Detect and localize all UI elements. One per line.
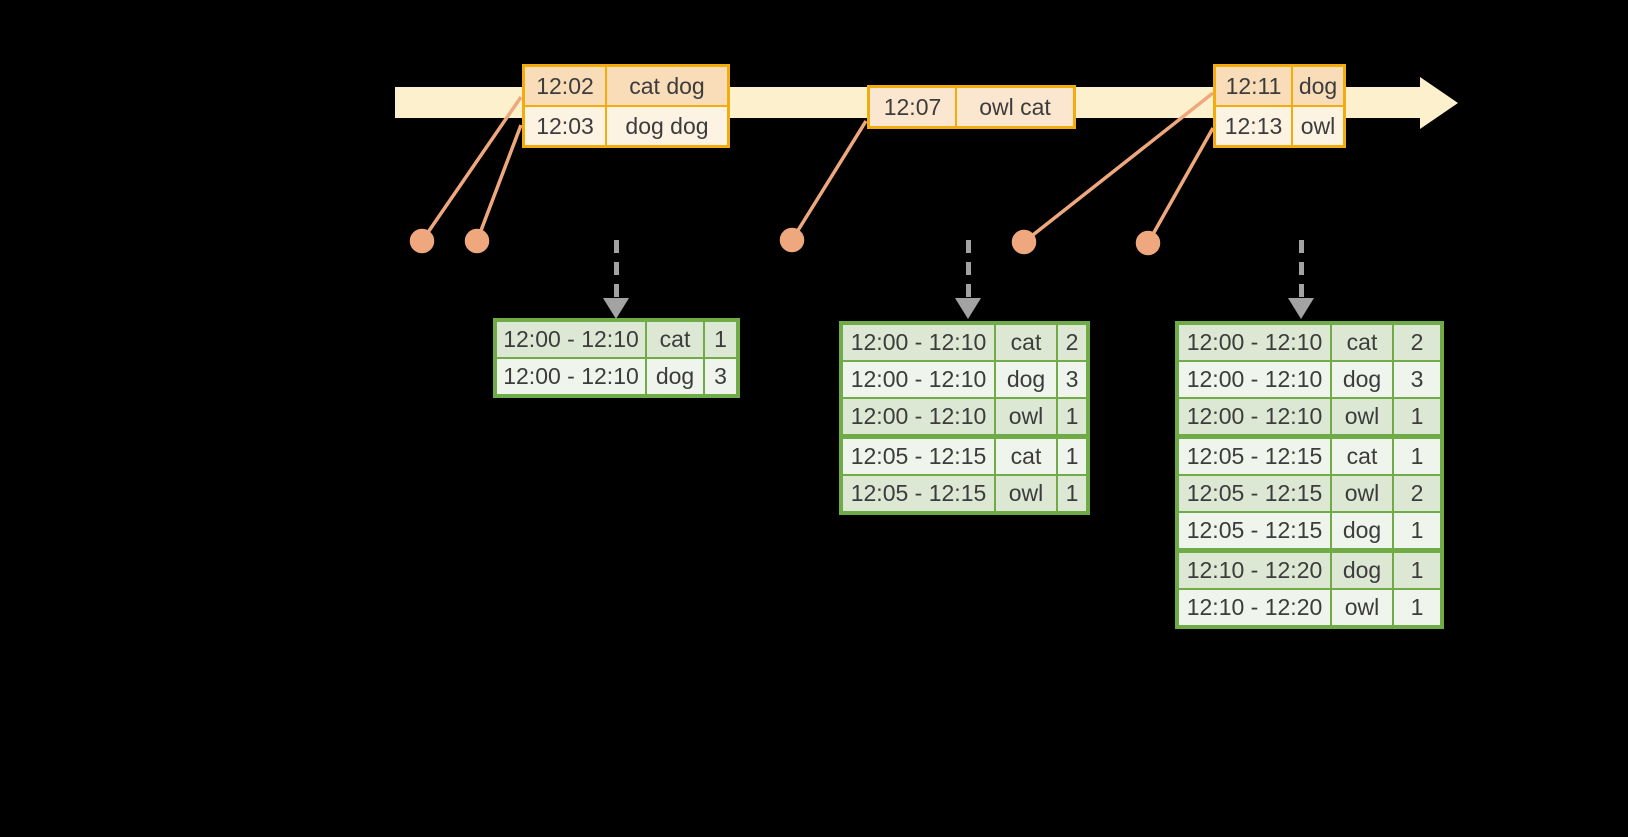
word-cell: dog xyxy=(1330,360,1394,399)
word-cell: dog xyxy=(645,357,705,397)
event-time-cell: 12:13 xyxy=(1213,105,1293,148)
event-words-cell: dog xyxy=(1291,64,1346,107)
word-cell: cat xyxy=(994,435,1058,476)
word-cell: owl xyxy=(1330,397,1394,439)
event-table-1: 12:02 cat dog 12:03 dog dog xyxy=(522,64,730,148)
count-cell: 1 xyxy=(1056,474,1089,514)
count-cell: 3 xyxy=(1392,360,1443,399)
count-cell: 1 xyxy=(1392,511,1443,553)
window-cell: 12:10 - 12:20 xyxy=(1176,549,1332,590)
result-row: 12:00 - 12:10 owl 1 xyxy=(840,397,1089,439)
event-row: 12:03 dog dog xyxy=(522,105,730,148)
result-table-3: 12:00 - 12:10 cat 2 12:00 - 12:10 dog 3 … xyxy=(1175,321,1444,629)
event-dot xyxy=(1135,230,1161,256)
count-cell: 3 xyxy=(703,357,739,397)
event-table-2: 12:07 owl cat xyxy=(867,85,1076,129)
result-row: 12:00 - 12:10 dog 3 xyxy=(1176,360,1443,399)
event-words-cell: owl xyxy=(1291,105,1346,148)
result-row: 12:05 - 12:15 dog 1 xyxy=(1176,511,1443,553)
window-cell: 12:00 - 12:10 xyxy=(494,319,647,359)
event-dot xyxy=(1011,229,1037,255)
event-time-cell: 12:07 xyxy=(867,85,957,129)
event-row: 12:07 owl cat xyxy=(867,85,1076,129)
word-cell: dog xyxy=(1330,511,1394,553)
result-row: 12:00 - 12:10 dog 3 xyxy=(494,357,739,397)
count-cell: 1 xyxy=(1392,588,1443,628)
event-dot xyxy=(409,228,435,254)
event-time-cell: 12:11 xyxy=(1213,64,1293,107)
event-dot xyxy=(779,227,805,253)
window-cell: 12:00 - 12:10 xyxy=(1176,360,1332,399)
window-cell: 12:00 - 12:10 xyxy=(494,357,647,397)
window-cell: 12:05 - 12:15 xyxy=(1176,435,1332,476)
window-cell: 12:00 - 12:10 xyxy=(1176,322,1332,362)
result-row: 12:10 - 12:20 owl 1 xyxy=(1176,588,1443,628)
word-cell: dog xyxy=(1330,549,1394,590)
word-cell: cat xyxy=(994,322,1058,362)
event-words-cell: cat dog xyxy=(605,64,730,107)
word-cell: cat xyxy=(645,319,705,359)
count-cell: 2 xyxy=(1056,322,1089,362)
window-cell: 12:00 - 12:10 xyxy=(840,360,996,399)
result-row: 12:05 - 12:15 cat 1 xyxy=(1176,435,1443,476)
window-cell: 12:05 - 12:15 xyxy=(840,474,996,514)
window-cell: 12:10 - 12:20 xyxy=(1176,588,1332,628)
window-cell: 12:05 - 12:15 xyxy=(1176,474,1332,513)
count-cell: 2 xyxy=(1392,322,1443,362)
count-cell: 3 xyxy=(1056,360,1089,399)
word-cell: owl xyxy=(994,474,1058,514)
window-cell: 12:00 - 12:10 xyxy=(840,322,996,362)
event-words-cell: owl cat xyxy=(955,85,1076,129)
event-row: 12:11 dog xyxy=(1213,64,1346,107)
event-row: 12:02 cat dog xyxy=(522,64,730,107)
count-cell: 1 xyxy=(1056,435,1089,476)
result-table-2: 12:00 - 12:10 cat 2 12:00 - 12:10 dog 3 … xyxy=(839,321,1090,515)
result-row: 12:05 - 12:15 owl 2 xyxy=(1176,474,1443,513)
trigger-arrowhead-icon xyxy=(603,298,629,319)
result-row: 12:00 - 12:10 dog 3 xyxy=(840,360,1089,399)
result-row: 12:05 - 12:15 cat 1 xyxy=(840,435,1089,476)
event-time-cell: 12:02 xyxy=(522,64,607,107)
result-row: 12:00 - 12:10 cat 2 xyxy=(1176,322,1443,362)
event-dot xyxy=(464,228,490,254)
timeline-arrowhead-icon xyxy=(1420,77,1458,129)
event-row: 12:13 owl xyxy=(1213,105,1346,148)
word-cell: cat xyxy=(1330,435,1394,476)
window-cell: 12:00 - 12:10 xyxy=(1176,397,1332,439)
word-cell: owl xyxy=(1330,474,1394,513)
window-cell: 12:00 - 12:10 xyxy=(840,397,996,439)
trigger-arrow-dash xyxy=(1299,240,1304,300)
result-table-1: 12:00 - 12:10 cat 1 12:00 - 12:10 dog 3 xyxy=(493,318,740,398)
word-cell: owl xyxy=(994,397,1058,439)
event-time-cell: 12:03 xyxy=(522,105,607,148)
word-cell: owl xyxy=(1330,588,1394,628)
count-cell: 1 xyxy=(703,319,739,359)
result-row: 12:00 - 12:10 cat 1 xyxy=(494,319,739,359)
trigger-arrowhead-icon xyxy=(1288,298,1314,319)
count-cell: 1 xyxy=(1392,549,1443,590)
event-words-cell: dog dog xyxy=(605,105,730,148)
window-cell: 12:05 - 12:15 xyxy=(840,435,996,476)
count-cell: 1 xyxy=(1392,397,1443,439)
result-row: 12:00 - 12:10 cat 2 xyxy=(840,322,1089,362)
trigger-arrowhead-icon xyxy=(955,298,981,319)
trigger-arrow-dash xyxy=(614,240,619,300)
result-row: 12:05 - 12:15 owl 1 xyxy=(840,474,1089,514)
trigger-arrow-dash xyxy=(966,240,971,300)
count-cell: 2 xyxy=(1392,474,1443,513)
word-cell: cat xyxy=(1330,322,1394,362)
event-table-3: 12:11 dog 12:13 owl xyxy=(1213,64,1346,148)
word-cell: dog xyxy=(994,360,1058,399)
result-row: 12:10 - 12:20 dog 1 xyxy=(1176,549,1443,590)
result-row: 12:00 - 12:10 owl 1 xyxy=(1176,397,1443,439)
count-cell: 1 xyxy=(1056,397,1089,439)
window-cell: 12:05 - 12:15 xyxy=(1176,511,1332,553)
count-cell: 1 xyxy=(1392,435,1443,476)
